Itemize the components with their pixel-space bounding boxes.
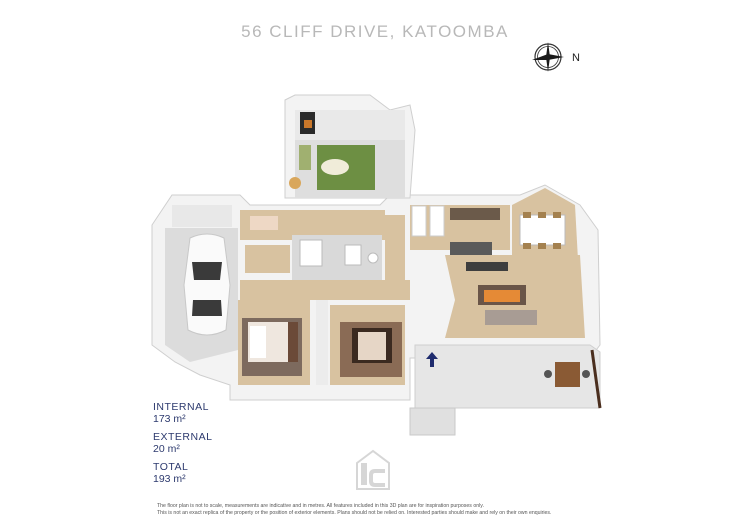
- entry-arrow-icon: [426, 352, 438, 367]
- disclaimer-line-2: This is not an exact replica of the prop…: [157, 509, 552, 516]
- bedroom-2: [316, 300, 405, 385]
- compass-north-label: N: [572, 52, 580, 64]
- area-total-value: 193 m²: [153, 473, 186, 485]
- living-room-north: [289, 110, 405, 198]
- logo-icon: [356, 449, 390, 490]
- area-internal-label: INTERNAL: [153, 401, 209, 413]
- page-title: 56 CLIFF DRIVE, KATOOMBA: [241, 22, 509, 41]
- area-internal-value: 173 m²: [153, 413, 186, 425]
- bathroom: [245, 216, 382, 280]
- car-icon: [183, 233, 231, 336]
- compass-icon: N: [532, 42, 580, 72]
- area-external-value: 20 m²: [153, 443, 180, 455]
- deck: [409, 344, 602, 436]
- disclaimer: The floor plan is not to scale, measurem…: [157, 503, 617, 516]
- living-room: [445, 255, 585, 338]
- area-external-label: EXTERNAL: [153, 431, 213, 443]
- area-total: TOTAL 193 m²: [153, 461, 188, 485]
- area-external: EXTERNAL 20 m²: [153, 431, 212, 455]
- disclaimer-line-1: The floor plan is not to scale, measurem…: [157, 503, 484, 509]
- area-total-label: TOTAL: [153, 461, 189, 473]
- garage: [165, 205, 238, 362]
- area-internal: INTERNAL 173 m²: [153, 401, 209, 425]
- dining-room: [512, 188, 578, 260]
- bedroom-1: [238, 300, 310, 385]
- kitchen: [410, 205, 510, 256]
